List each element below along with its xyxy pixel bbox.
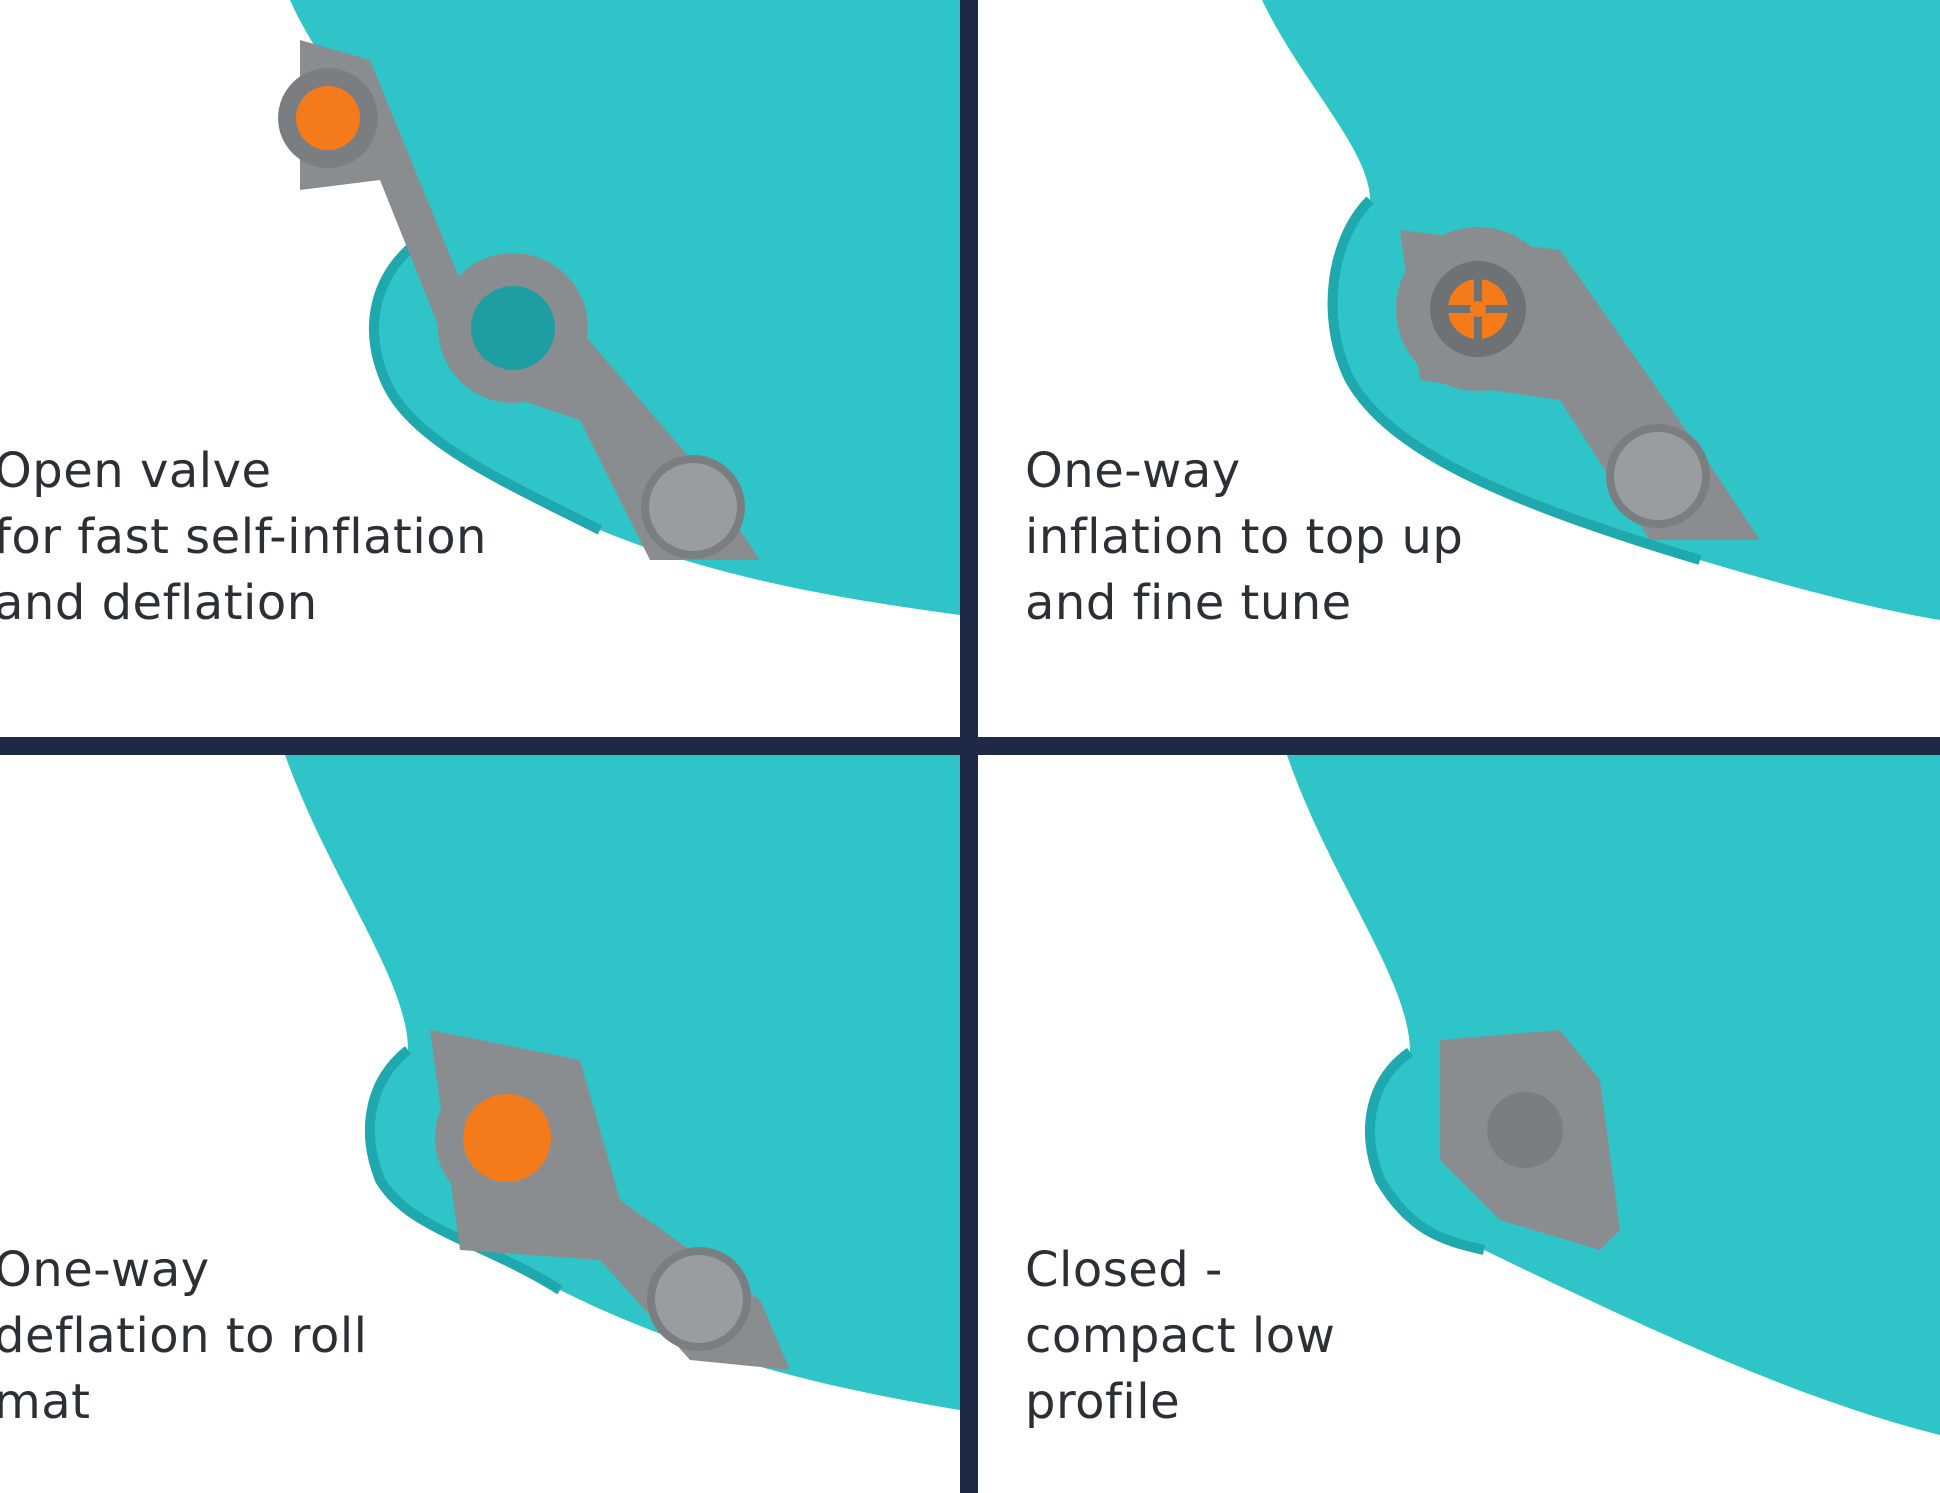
valve-strap <box>300 40 760 560</box>
open-valve-hole <box>471 286 555 370</box>
horizontal-divider <box>0 737 1940 755</box>
orange-valve-icon <box>296 86 360 150</box>
caption-one-way-inflation: One-way inflation to top up and fine tun… <box>1025 438 1463 636</box>
caption-line: One-way <box>0 1242 210 1298</box>
caption-line: for fast self-inflation <box>0 509 487 565</box>
caption-line: profile <box>1025 1374 1181 1430</box>
caption-line: and fine tune <box>1025 575 1352 631</box>
caption-line: deflation to roll <box>0 1308 368 1364</box>
panel-open-valve-image <box>278 0 960 615</box>
panel-closed-image <box>1287 755 1940 1435</box>
valve-plug-icon <box>641 455 745 559</box>
caption-line: Open valve <box>0 443 272 499</box>
valve-plug-icon <box>1606 424 1710 528</box>
valve-plug-icon <box>647 1247 751 1351</box>
one-way-inflate-valve-icon <box>1448 279 1508 339</box>
mat-shape <box>1287 755 1940 1435</box>
caption-line: compact low <box>1025 1308 1336 1364</box>
orange-valve-icon <box>463 1094 551 1182</box>
mat-shape <box>285 755 960 1410</box>
caption-line: Closed - <box>1025 1242 1223 1298</box>
caption-open-valve: Open valve for fast self-inflation and d… <box>0 438 487 636</box>
panel-deflation-image <box>285 755 960 1410</box>
caption-line: One-way <box>1025 443 1241 499</box>
panel-inflation-image <box>1262 0 1940 620</box>
caption-line: and deflation <box>0 575 318 631</box>
mat-shape <box>290 0 960 615</box>
caption-one-way-deflation: One-way deflation to roll mat <box>0 1237 368 1435</box>
caption-closed: Closed - compact low profile <box>1025 1237 1335 1435</box>
caption-line: mat <box>0 1374 91 1430</box>
caption-line: inflation to top up <box>1025 509 1464 565</box>
